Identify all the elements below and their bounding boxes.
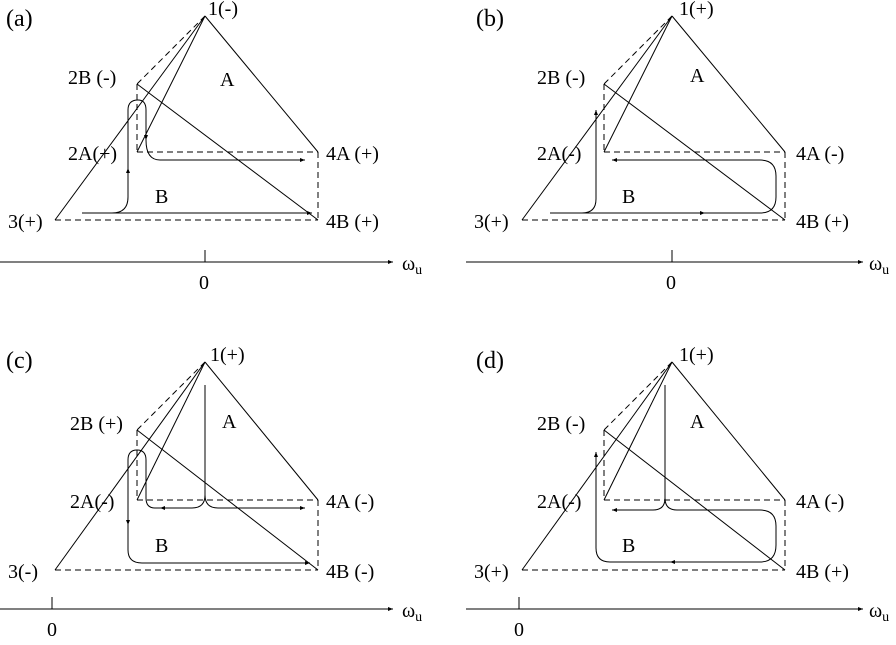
flow-arrow	[612, 385, 666, 512]
region-label-A: A	[690, 65, 705, 87]
edge-1-2A	[136, 15, 206, 153]
node-label-4B: 4B (+)	[796, 561, 849, 583]
edge-1-2A	[603, 361, 673, 501]
flow-arrow	[204, 494, 305, 510]
node-label-4B: 4B (+)	[326, 211, 379, 233]
axis-zero-label: 0	[47, 619, 57, 640]
flow-arrow	[82, 168, 130, 214]
flow-arrow	[126, 449, 160, 525]
axis-label: ωu	[869, 600, 889, 625]
panel-label: (b)	[476, 6, 504, 32]
region-label-A: A	[222, 411, 237, 433]
panel-label: (a)	[6, 6, 33, 32]
region-label-B: B	[622, 535, 635, 557]
region-label-A: A	[220, 69, 235, 91]
node-label-2B: 2B (-)	[537, 413, 585, 435]
node-label-2B: 2B (-)	[68, 67, 116, 89]
node-label-1: 1(+)	[679, 0, 714, 20]
flow-arrow	[594, 452, 670, 563]
axis-zero-label: 0	[514, 619, 524, 640]
region-label-A: A	[690, 411, 705, 433]
edge-1-2B	[136, 15, 206, 85]
axis-label: ωu	[402, 600, 422, 625]
edge-3-1	[521, 15, 673, 221]
axis-zero-label: 0	[666, 272, 676, 294]
node-label-3: 3(+)	[474, 561, 509, 583]
edge-1-4A	[671, 15, 786, 153]
edge-3-1	[54, 361, 206, 571]
edge-1-2A	[603, 15, 673, 153]
flow-arrow	[664, 497, 777, 564]
edge-2B-4B	[136, 429, 319, 571]
node-label-4A: 4A (+)	[326, 143, 379, 165]
node-label-2A: 2A(+)	[68, 143, 117, 165]
edge-2B-4B	[136, 83, 319, 221]
region-label-B: B	[155, 186, 168, 208]
node-label-1: 1(+)	[679, 344, 714, 366]
flow-arrow	[160, 385, 206, 510]
panel-c: (c) 1(+) 2B (+) 2A(-) 3(-) 4A (-) 4B (-)…	[0, 344, 422, 641]
edge-1-2B	[603, 361, 673, 431]
node-label-2B: 2B (+)	[70, 413, 123, 435]
panel-a: (a) 1(-) 2B (-) 2A(+) 3(+) 4A (+) 4B (+)…	[0, 0, 422, 294]
edge-1-2B	[603, 15, 673, 85]
node-label-3: 3(-)	[8, 561, 38, 583]
node-label-2A: 2A(-)	[537, 143, 581, 165]
axis-label: ωu	[402, 253, 422, 278]
edge-1-4A	[671, 361, 786, 501]
node-label-1: 1(+)	[210, 344, 245, 366]
node-label-4A: 4A (-)	[796, 491, 844, 513]
panel-d: (d) 1(+) 2B (-) 2A(-) 3(+) 4A (-) 4B (+)…	[466, 344, 889, 641]
edge-1-4A	[204, 361, 319, 501]
flow-arrow	[145, 139, 305, 162]
flow-arrow	[127, 99, 148, 168]
edge-1-4A	[204, 15, 319, 153]
node-label-2B: 2B (-)	[537, 67, 585, 89]
node-label-3: 3(+)	[8, 211, 43, 233]
node-label-4A: 4A (-)	[796, 143, 844, 165]
node-label-4B: 4B (+)	[796, 211, 849, 233]
axis-label: ωu	[869, 253, 889, 278]
edge-1-2B	[136, 361, 206, 431]
region-label-B: B	[155, 535, 168, 557]
panel-b: (b) 1(+) 2B (-) 2A(-) 3(+) 4A (-) 4B (+)…	[466, 0, 889, 294]
edge-2B-4B	[603, 429, 786, 571]
panel-label: (c)	[6, 348, 33, 374]
node-label-1: 1(-)	[208, 0, 238, 20]
node-label-3: 3(+)	[474, 211, 509, 233]
panel-label: (d)	[476, 348, 504, 374]
edge-2B-4B	[603, 83, 786, 221]
flow-arrow	[612, 158, 777, 214]
edge-3-1	[521, 361, 673, 571]
flow-arrow	[127, 525, 310, 565]
edge-1-2A	[136, 361, 206, 501]
axis-zero-label: 0	[199, 272, 209, 294]
node-label-2A: 2A(-)	[537, 491, 581, 513]
region-label-B: B	[622, 186, 635, 208]
node-label-2A: 2A(-)	[70, 491, 114, 513]
node-label-4B: 4B (-)	[326, 561, 374, 583]
edge-3-1	[54, 15, 206, 221]
node-label-4A: 4A (-)	[326, 491, 374, 513]
